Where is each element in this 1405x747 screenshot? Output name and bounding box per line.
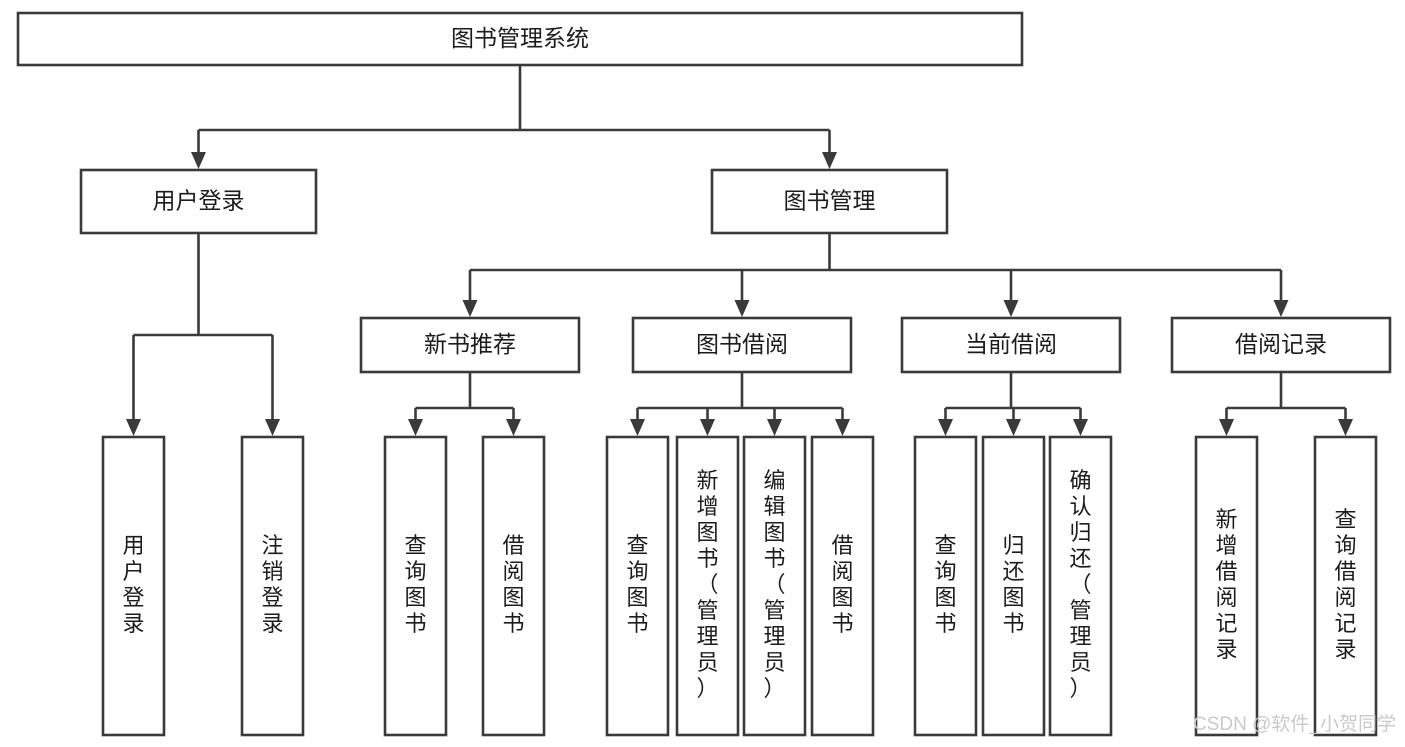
arrow-head-new-book-recommend — [462, 300, 478, 317]
node-label-book-borrow: 图书借阅 — [696, 331, 788, 357]
node-recommend-query-book[interactable]: 查询图书 — [383, 435, 448, 737]
node-new-book-recommend[interactable]: 新书推荐 — [359, 316, 581, 374]
node-label-current-borrow: 当前借阅 — [965, 331, 1057, 357]
node-label-new-book-recommend: 新书推荐 — [424, 331, 516, 357]
node-recommend-borrow-book[interactable]: 借阅图书 — [481, 435, 546, 737]
node-box-current-confirm-return[interactable] — [1048, 435, 1113, 737]
connector-layer — [126, 65, 1353, 436]
node-box-new-book-recommend[interactable] — [359, 316, 581, 374]
node-label-borrow-edit-book: 编辑图书（管理员） — [763, 468, 785, 701]
node-label-recommend-borrow-book: 借阅图书 — [502, 533, 524, 636]
arrow-head-current-confirm-return — [1073, 419, 1088, 436]
arrow-head-borrow-edit-book — [767, 419, 782, 436]
node-label-recommend-query-book: 查询图书 — [404, 533, 426, 636]
arrow-head-borrow-query-book — [630, 419, 645, 436]
arrow-head-recommend-query-book — [408, 419, 423, 436]
node-box-current-borrow[interactable] — [900, 316, 1122, 374]
arrow-head-current-borrow — [1003, 300, 1019, 317]
node-box-recommend-query-book[interactable] — [383, 435, 448, 737]
node-book-borrow[interactable]: 图书借阅 — [631, 316, 853, 374]
node-box-user-login-do[interactable] — [101, 435, 166, 737]
node-box-book-manage[interactable] — [710, 168, 949, 235]
node-label-current-confirm-return: 确认归还（管理员） — [1069, 468, 1091, 701]
node-layer: 图书管理系统用户登录用户登录注销登录图书管理新书推荐查询图书借阅图书图书借阅查询… — [16, 11, 1392, 737]
node-current-borrow[interactable]: 当前借阅 — [900, 316, 1122, 374]
node-box-recommend-borrow-book[interactable] — [481, 435, 546, 737]
node-user-logout[interactable]: 注销登录 — [240, 435, 305, 737]
node-label-root: 图书管理系统 — [451, 25, 589, 51]
node-borrow-query-book[interactable]: 查询图书 — [605, 435, 670, 737]
node-label-current-query-book: 查询图书 — [934, 533, 956, 636]
arrow-head-current-query-book — [938, 419, 953, 436]
node-borrow-borrow-book[interactable]: 借阅图书 — [810, 435, 875, 737]
node-current-confirm-return[interactable]: 确认归还（管理员） — [1048, 435, 1113, 737]
arrow-head-borrow-borrow-book — [835, 419, 850, 436]
node-label-user-logout: 注销登录 — [261, 533, 283, 636]
node-label-current-return-book: 归还图书 — [1002, 533, 1024, 636]
node-box-current-query-book[interactable] — [913, 435, 978, 737]
node-box-borrow-add-book[interactable] — [675, 435, 740, 737]
node-borrow-add-book[interactable]: 新增图书（管理员） — [675, 435, 740, 737]
watermark-label: CSDN @软件_小贺同学 — [1193, 713, 1396, 735]
node-box-current-return-book[interactable] — [981, 435, 1046, 737]
node-label-borrow-query-book: 查询图书 — [626, 533, 648, 636]
node-box-borrow-query-book[interactable] — [605, 435, 670, 737]
node-label-book-manage: 图书管理 — [784, 188, 876, 214]
node-user-login-do[interactable]: 用户登录 — [101, 435, 166, 737]
node-current-return-book[interactable]: 归还图书 — [981, 435, 1046, 737]
node-record-add[interactable]: 新增借阅记录 — [1194, 435, 1259, 737]
node-label-record-query: 查询借阅记录 — [1334, 507, 1356, 662]
node-box-record-query[interactable] — [1313, 435, 1378, 737]
arrow-head-current-return-book — [1006, 419, 1021, 436]
node-book-manage[interactable]: 图书管理 — [710, 168, 949, 235]
node-borrow-edit-book[interactable]: 编辑图书（管理员） — [742, 435, 807, 737]
arrow-head-user-logout — [265, 419, 280, 436]
node-root[interactable]: 图书管理系统 — [16, 11, 1024, 67]
arrow-head-record-query — [1338, 419, 1353, 436]
arrow-head-borrow-add-book — [700, 419, 715, 436]
node-current-query-book[interactable]: 查询图书 — [913, 435, 978, 737]
node-label-borrow-record: 借阅记录 — [1235, 331, 1327, 357]
node-box-book-borrow[interactable] — [631, 316, 853, 374]
node-box-borrow-borrow-book[interactable] — [810, 435, 875, 737]
node-box-root[interactable] — [16, 11, 1024, 67]
node-label-borrow-add-book: 新增图书（管理员） — [696, 468, 718, 701]
arrow-head-user-login-do — [126, 419, 141, 436]
arrow-head-borrow-record — [1273, 300, 1289, 317]
node-label-user-login: 用户登录 — [153, 188, 245, 214]
arrow-head-user-login — [191, 152, 206, 169]
arrow-head-recommend-borrow-book — [506, 419, 521, 436]
node-box-user-logout[interactable] — [240, 435, 305, 737]
arrow-head-record-add — [1219, 419, 1234, 436]
arrow-head-book-borrow — [734, 300, 750, 317]
node-label-record-add: 新增借阅记录 — [1215, 507, 1237, 662]
node-record-query[interactable]: 查询借阅记录 — [1313, 435, 1378, 737]
node-box-borrow-edit-book[interactable] — [742, 435, 807, 737]
node-box-borrow-record[interactable] — [1170, 316, 1392, 374]
node-label-borrow-borrow-book: 借阅图书 — [831, 533, 853, 636]
node-label-user-login-do: 用户登录 — [122, 533, 144, 636]
node-user-login[interactable]: 用户登录 — [79, 168, 318, 235]
node-borrow-record[interactable]: 借阅记录 — [1170, 316, 1392, 374]
arrow-head-book-manage — [822, 152, 837, 169]
node-box-user-login[interactable] — [79, 168, 318, 235]
node-box-record-add[interactable] — [1194, 435, 1259, 737]
